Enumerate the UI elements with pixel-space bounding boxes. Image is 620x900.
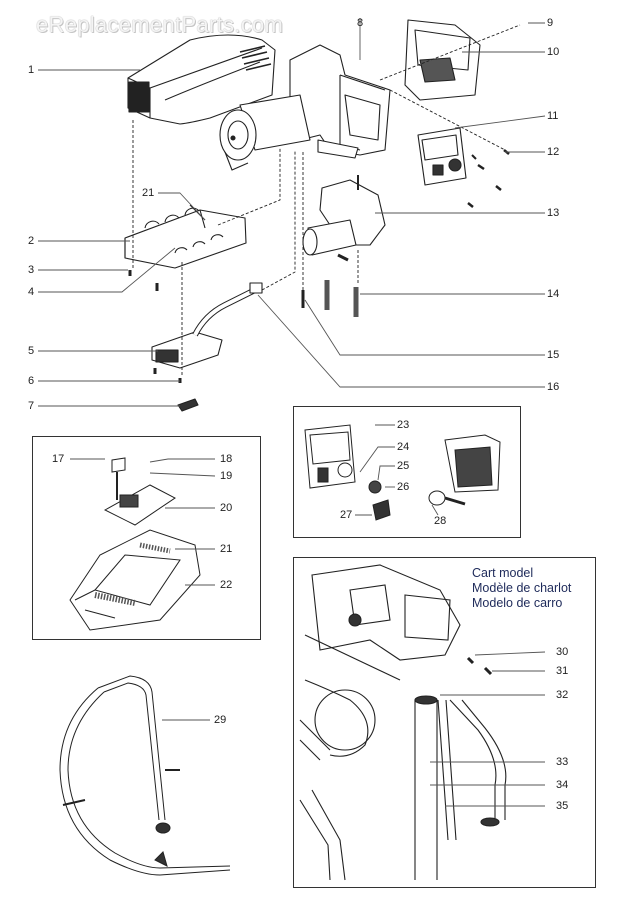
callout-4: 4 [28,286,35,298]
callout-14: 14 [547,288,560,300]
callout-15: 15 [547,349,560,361]
inset-control-panel [304,424,501,521]
watermark-text: eReplacementParts.com [36,12,284,37]
callout-17: 17 [52,453,65,465]
part-13-pump [302,175,386,262]
callout-35: 35 [556,800,569,812]
callout-32: 32 [556,689,569,701]
callout-19: 19 [220,470,233,482]
callout-18: 18 [220,453,233,465]
callout-28: 28 [434,515,447,527]
callout-6: 6 [28,375,35,387]
cart-model-title: Cart model Modèle de charlot Modelo de c… [472,566,571,611]
callout-25: 25 [397,460,410,472]
callout-3: 3 [28,264,35,276]
inset-cart-model [299,564,546,881]
part-8-frame [219,44,391,171]
part-11-panel [417,127,467,186]
callout-22: 22 [220,579,233,591]
callout-33: 33 [556,756,569,768]
callout-34: 34 [556,779,569,791]
callout-13: 13 [547,207,560,219]
callout-21-main: 21 [142,187,155,199]
part-29-hose [59,675,231,876]
callout-27: 27 [340,509,353,521]
callout-10: 10 [547,46,560,58]
callout-2: 2 [28,235,35,247]
callout-23: 23 [397,419,410,431]
callout-12: 12 [547,146,560,158]
part-1-cover [127,34,276,125]
callout-5: 5 [28,345,35,357]
part-2-base-tray [124,204,247,269]
callout-11: 11 [547,110,559,122]
inset-control-board [69,457,216,631]
part-10-control-housing [404,19,481,101]
cart-title-spanish: Modelo de carro [472,596,563,610]
callout-9: 9 [547,17,554,29]
part-5-box [151,331,223,369]
callout-26: 26 [397,481,410,493]
callout-21-inset: 21 [220,543,233,555]
inset-box-cart-model [293,557,596,888]
callout-24: 24 [397,441,410,453]
callout-16: 16 [547,381,560,393]
callout-1: 1 [28,64,35,76]
callout-31: 31 [556,665,569,677]
callout-7: 7 [28,400,35,412]
callout-29: 29 [214,714,227,726]
cart-title-french: Modèle de charlot [472,581,572,595]
callout-30: 30 [556,646,569,658]
cart-title-english: Cart model [472,566,534,580]
callout-8: 8 [357,17,364,29]
callout-20: 20 [220,502,233,514]
inset-box-control-panel [293,406,521,538]
inset-box-control-board [32,436,261,640]
